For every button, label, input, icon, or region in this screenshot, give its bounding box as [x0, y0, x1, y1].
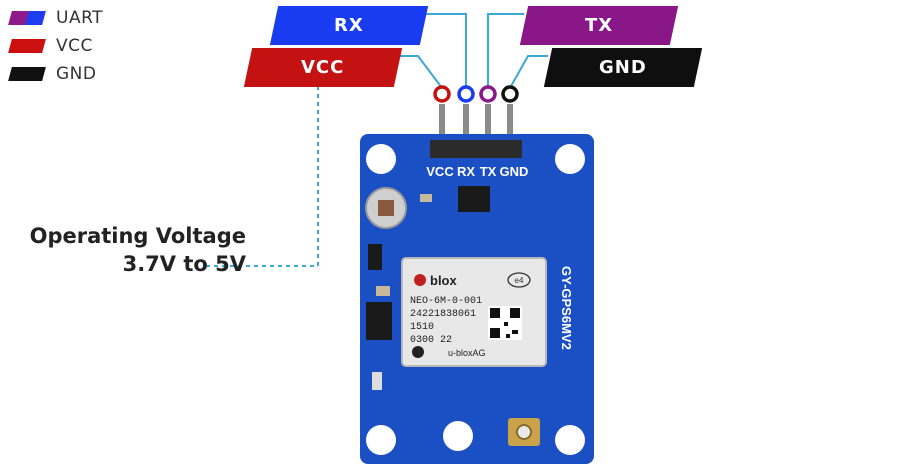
vcc-pin-ring [433, 85, 451, 103]
legend-label: GND [56, 64, 97, 84]
vcc-tag-label: VCC [301, 57, 345, 78]
qr-finder [510, 308, 520, 318]
module-qr-code-icon [488, 306, 522, 340]
module-line4: 0300 22 [410, 335, 452, 346]
vcc-connector-line [398, 55, 443, 89]
tx-connector-line [487, 13, 524, 88]
annotation-value: 3.7V to 5V [122, 252, 246, 276]
module-brand: blox [430, 273, 457, 288]
rx-connector-line [424, 13, 467, 88]
module-badge: e4 [515, 276, 524, 285]
operating-voltage-annotation: Operating Voltage 3.7V to 5V [14, 222, 246, 278]
board-pin-label-rx: RX [457, 164, 475, 179]
smd-component [376, 286, 390, 296]
legend-label: UART [56, 8, 104, 28]
board-pin-label-vcc: VCC [426, 164, 454, 179]
pin-header-base [430, 140, 522, 158]
voltage-regulator-chip [458, 186, 490, 212]
header-pin-vcc [439, 104, 445, 154]
legend-label: VCC [56, 36, 93, 56]
gnd-pin-ring [501, 85, 519, 103]
legend-swatch-uart [8, 11, 46, 25]
legend-swatch-gnd [8, 67, 46, 81]
smd-component [420, 194, 432, 202]
ublox-logo-icon [414, 274, 426, 286]
legend-item-uart: UART [8, 4, 104, 32]
board-pin-label-gnd: GND [500, 164, 529, 179]
connector-lines [202, 13, 548, 267]
mounting-hole-top-right [555, 144, 585, 174]
qr-finder [490, 328, 500, 338]
module-line3: 1510 [410, 322, 434, 333]
legend: UART VCC GND [8, 4, 104, 88]
gnd-tag-label: GND [599, 57, 647, 78]
battery-center [378, 200, 394, 216]
mounting-hole-bottom-left [366, 425, 396, 455]
module-badge-outline [507, 272, 531, 288]
header-pin-rx [463, 104, 469, 154]
vcc-tag: VCC [243, 48, 403, 87]
header-pin-gnd [507, 104, 513, 154]
rx-tag-label: RX [334, 15, 364, 36]
board-model-label: GY-GPS6MV2 [559, 266, 574, 350]
tx-pin-ring [479, 85, 497, 103]
module-part-number: NEO-6M-0-001 [410, 296, 482, 307]
antenna-connector-center [516, 424, 532, 440]
rx-tag: RX [269, 6, 429, 45]
module-maker: u-bloxAG [448, 348, 486, 358]
smd-component [368, 244, 382, 270]
legend-swatch-vcc [8, 39, 46, 53]
qr-finder [490, 308, 500, 318]
header-pins [439, 104, 513, 154]
legend-item-gnd: GND [8, 60, 103, 88]
legend-item-vcc: VCC [8, 32, 103, 60]
board-pin-label-tx: TX [480, 164, 497, 179]
mounting-hole-bottom-middle [443, 421, 473, 451]
module-serial: 24221838061 [410, 309, 476, 320]
module-dot-icon [412, 346, 424, 358]
rx-pin-ring [457, 85, 475, 103]
annotation-title: Operating Voltage [29, 224, 246, 248]
tx-tag: TX [519, 6, 679, 45]
qr-dot [504, 322, 508, 326]
gnd-connector-line [509, 55, 548, 89]
mounting-hole-top-left [366, 144, 396, 174]
qr-dot [512, 330, 518, 334]
qr-dot [506, 334, 510, 338]
eeprom-chip [366, 302, 392, 340]
tx-tag-label: TX [584, 15, 614, 36]
header-pin-tx [485, 104, 491, 154]
smd-component [372, 372, 382, 390]
mounting-hole-bottom-right [555, 425, 585, 455]
voltage-leader-line [202, 86, 319, 267]
gnd-tag: GND [543, 48, 703, 87]
